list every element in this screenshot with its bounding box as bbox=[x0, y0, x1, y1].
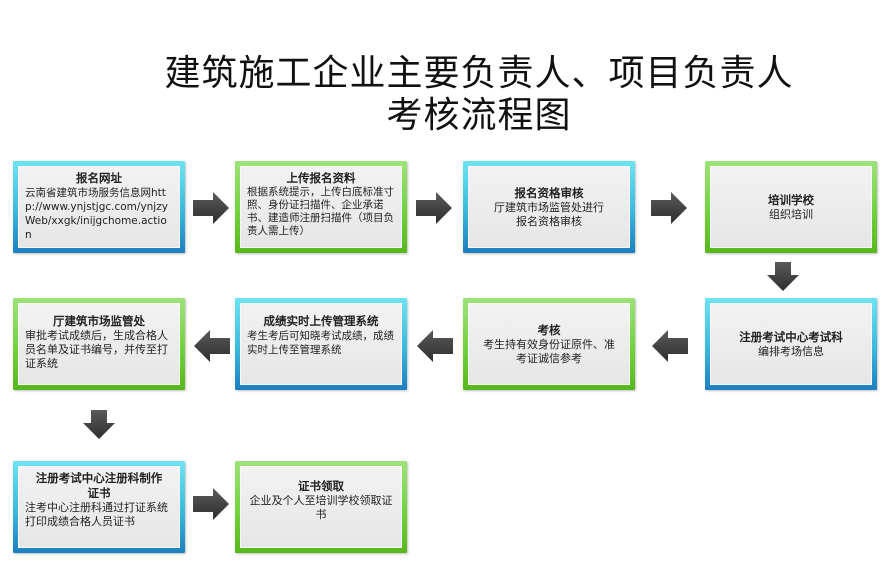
step-heading: 注册考试中心注册科制作证书 bbox=[35, 471, 163, 500]
step-body: 考生持有效身份证原件、准考证诚信参考 bbox=[483, 337, 615, 365]
step-body: 组织培训 bbox=[769, 207, 813, 221]
step-training-school: 培训学校 组织培训 bbox=[705, 161, 877, 253]
step-heading: 培训学校 bbox=[768, 192, 814, 207]
step-score-upload: 成绩实时上传管理系统 考生考后可知晓考试成绩，成绩实时上传至管理系统 bbox=[235, 298, 407, 390]
diagram-title-line2: 考核流程图 bbox=[386, 95, 572, 136]
arrow-right-icon bbox=[416, 192, 452, 224]
step-heading: 成绩实时上传管理系统 bbox=[263, 314, 379, 328]
step-heading: 考核 bbox=[537, 322, 561, 337]
arrow-down-icon bbox=[83, 410, 115, 439]
step-body: 云南省建筑市场服务信息网http://www.ynjstjgc.com/ynjz… bbox=[25, 187, 168, 241]
step-exam-center-exam-section: 注册考试中心考试科 编排考场信息 bbox=[705, 298, 877, 390]
diagram-title-line1: 建筑施工企业主要负责人、项目负责人 bbox=[164, 53, 794, 94]
step-body: 审批考试成绩后，生成合格人员名单及证书编号，并传至打证系统 bbox=[25, 329, 168, 370]
arrow-right-icon bbox=[651, 192, 687, 224]
step-body: 根据系统提示，上传白底标准寸照、身份证扫描件、企业承诺书、建造师注册扫描件（项目… bbox=[247, 186, 394, 237]
arrow-left-icon bbox=[417, 330, 453, 362]
step-market-supervision-approval: 厅建筑市场监管处 审批考试成绩后，生成合格人员名单及证书编号，并传至打证系统 bbox=[13, 298, 185, 390]
arrow-left-icon bbox=[652, 330, 688, 362]
step-heading: 报名网址 bbox=[76, 171, 122, 185]
step-upload-materials: 上传报名资料 根据系统提示，上传白底标准寸照、身份证扫描件、企业承诺书、建造师注… bbox=[235, 161, 407, 253]
step-body: 考生考后可知晓考试成绩，成绩实时上传至管理系统 bbox=[247, 330, 394, 356]
step-body: 注考中心注册科通过打证系统打印成绩合格人员证书 bbox=[25, 501, 168, 528]
step-examination: 考核 考生持有效身份证原件、准考证诚信参考 bbox=[463, 298, 635, 390]
step-register-website: 报名网址 云南省建筑市场服务信息网http://www.ynjstjgc.com… bbox=[13, 161, 185, 253]
step-body: 企业及个人至培训学校领取证书 bbox=[249, 494, 393, 521]
step-certificate-collection: 证书领取 企业及个人至培训学校领取证书 bbox=[235, 461, 407, 553]
step-heading: 证书领取 bbox=[298, 479, 344, 493]
step-heading: 上传报名资料 bbox=[286, 171, 356, 185]
step-certificate-production: 注册考试中心注册科制作证书 注考中心注册科通过打证系统打印成绩合格人员证书 bbox=[13, 461, 185, 553]
arrow-left-icon bbox=[194, 330, 230, 362]
step-body: 厅建筑市场监管处进行报名资格审核 bbox=[494, 200, 604, 228]
arrow-right-icon bbox=[193, 192, 229, 224]
step-heading: 厅建筑市场监管处 bbox=[53, 314, 145, 328]
step-heading: 注册考试中心考试科 bbox=[739, 329, 843, 344]
step-qualification-review: 报名资格审核 厅建筑市场监管处进行报名资格审核 bbox=[463, 161, 635, 253]
step-body: 编排考场信息 bbox=[758, 344, 824, 358]
arrow-right-icon bbox=[193, 488, 229, 520]
step-heading: 报名资格审核 bbox=[514, 185, 584, 200]
arrow-down-icon bbox=[767, 262, 799, 291]
